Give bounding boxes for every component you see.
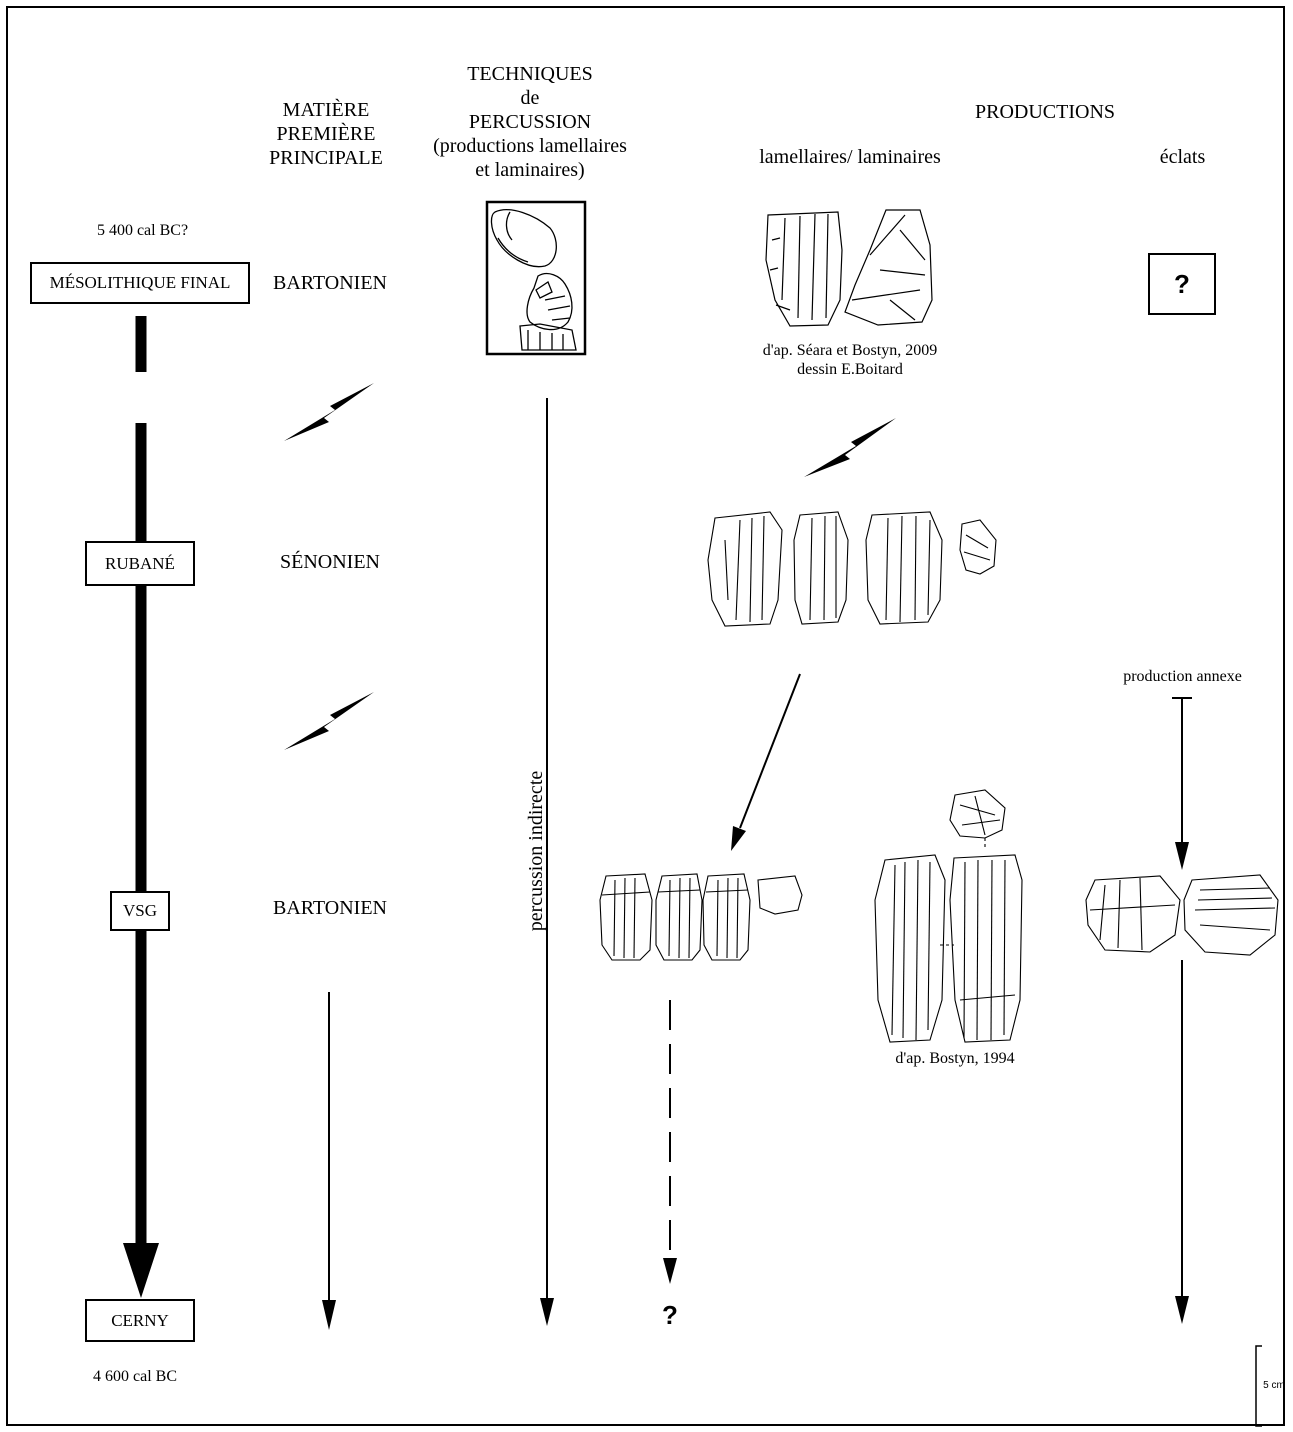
- lamellaire-unknown-mark: ?: [662, 1300, 678, 1330]
- header-techniques-line: PERCUSSION: [468, 111, 592, 133]
- rubane-blade-drawings: [707, 511, 997, 627]
- figure-frame: [6, 6, 1285, 1426]
- header-matiere-line: PREMIÈRE: [276, 123, 376, 145]
- header-matiere-line: MATIÈRE: [282, 99, 370, 121]
- material-mesolithique: BARTONIEN: [273, 272, 387, 294]
- lamellaire-dashed-arrowhead: [663, 1258, 677, 1284]
- vsg-eclat-drawings: [1085, 874, 1279, 956]
- vsg-blade-drawings: [599, 873, 803, 961]
- technique-drawing-box: [485, 200, 587, 356]
- caption-seara-line1: d'ap. Séara et Bostyn, 2009: [762, 342, 938, 359]
- technique-arrowhead: [540, 1298, 554, 1326]
- period-box-cerny: CERNY: [85, 1299, 195, 1342]
- percussion-drawing: [490, 209, 577, 351]
- header-lamellaires: lamellaires/ laminaires: [759, 146, 941, 168]
- header-techniques-line: et laminaires): [475, 159, 585, 181]
- header-productions: PRODUCTIONS: [974, 101, 1116, 123]
- eclats-unknown-box: ?: [1148, 253, 1216, 315]
- material-vsg: BARTONIEN: [273, 897, 387, 919]
- eclats-arrowhead: [1175, 1296, 1189, 1324]
- caption-bostyn: d'ap. Bostyn, 1994: [895, 1050, 1015, 1067]
- scale-bracket: [1255, 1345, 1262, 1427]
- caption-production-annexe: production annexe: [1123, 668, 1242, 685]
- header-matiere-line: PRINCIPALE: [269, 147, 383, 169]
- date-start: 5 400 cal BC?: [96, 222, 189, 239]
- material-arrowhead: [322, 1300, 336, 1330]
- header-techniques-line: (productions lamellaires: [433, 135, 627, 157]
- diagonal-arrow-line: [739, 673, 801, 829]
- annexe-arrowhead: [1175, 842, 1189, 870]
- technique-label-percussion-indirecte: percussion indirecte: [525, 770, 547, 932]
- header-eclats: éclats: [1159, 146, 1206, 168]
- timeline-arrowhead: [123, 1243, 159, 1298]
- caption-seara-line2: dessin E.Boitard: [797, 361, 903, 378]
- rupture-bolt-1: [284, 383, 374, 441]
- header-techniques: TECHNIQUES de PERCUSSION (productions la…: [415, 62, 645, 182]
- rupture-bolt-3: [804, 418, 896, 477]
- period-box-mesolithique: MÉSOLITHIQUE FINAL: [30, 262, 250, 304]
- period-box-rubane: RUBANÉ: [85, 541, 195, 586]
- header-techniques-line: TECHNIQUES: [467, 63, 593, 85]
- header-techniques-line: de: [520, 87, 540, 109]
- mesolithique-blade-drawings: [765, 209, 933, 327]
- rupture-bolt-2: [284, 692, 374, 750]
- date-end: 4 600 cal BC: [93, 1368, 177, 1385]
- diagonal-arrowhead: [731, 826, 746, 851]
- material-rubane: SÉNONIEN: [280, 551, 380, 573]
- period-box-vsg: VSG: [110, 891, 170, 931]
- vsg-large-blade-drawings: [874, 789, 1023, 1043]
- scale-label: 5 cm: [1263, 1380, 1285, 1391]
- header-matiere: MATIÈRE PREMIÈRE PRINCIPALE: [256, 98, 396, 170]
